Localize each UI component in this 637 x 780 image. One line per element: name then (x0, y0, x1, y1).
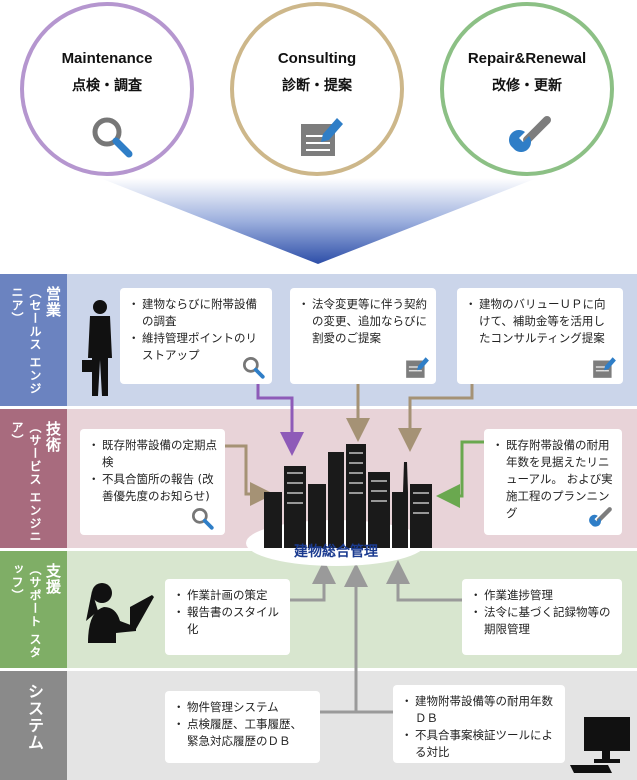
center-label: 建物総合管理 (256, 541, 416, 561)
city-buildings-icon (256, 442, 446, 550)
